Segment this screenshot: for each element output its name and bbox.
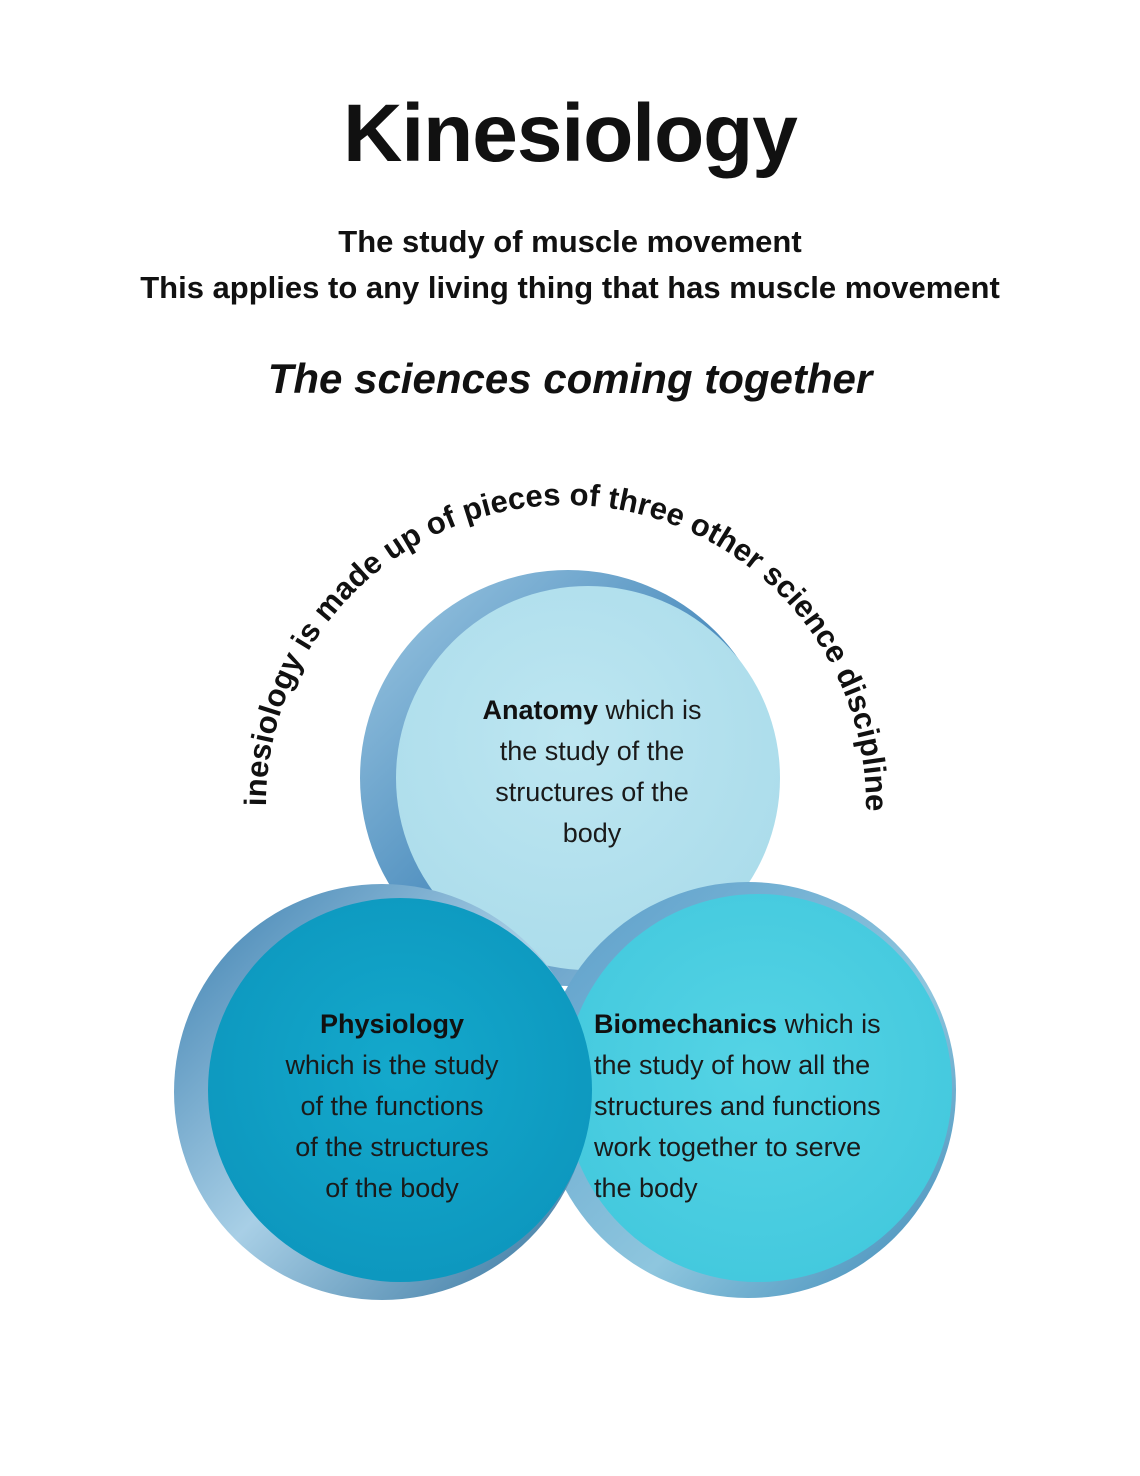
biomechanics-line3: structures and functions bbox=[594, 1091, 881, 1121]
physiology-description: Physiology which is the study of the fun… bbox=[262, 1004, 522, 1209]
tagline: The sciences coming together bbox=[267, 355, 873, 402]
anatomy-line3: structures of the bbox=[495, 777, 689, 807]
anatomy-line4: body bbox=[562, 818, 622, 848]
anatomy-line2: the study of the bbox=[499, 736, 685, 766]
biomechanics-disc bbox=[540, 882, 956, 1298]
subtitle-scope: This applies to any living thing that ha… bbox=[140, 270, 1000, 305]
biomechanics-line2: the study of how all the bbox=[594, 1050, 871, 1080]
physiology-line3: of the functions bbox=[300, 1091, 484, 1121]
biomechanics-line5: the body bbox=[594, 1173, 698, 1203]
biomechanics-description: Biomechanics which is the study of how a… bbox=[594, 1004, 924, 1209]
physiology-line2: which is the study bbox=[285, 1050, 499, 1080]
page-title: Kinesiology bbox=[343, 88, 798, 179]
biomechanics-line1: which is bbox=[777, 1009, 881, 1039]
biomechanics-line4: work together to serve bbox=[594, 1132, 862, 1162]
anatomy-line1: which is bbox=[597, 695, 702, 725]
physiology-line5: of the body bbox=[325, 1173, 459, 1203]
subtitle-definition: The study of muscle movement bbox=[338, 224, 802, 259]
physiology-line4: of the structures bbox=[295, 1132, 489, 1162]
physiology-disc bbox=[174, 884, 592, 1300]
physiology-term: Physiology bbox=[319, 1009, 465, 1039]
anatomy-term: Anatomy bbox=[482, 695, 598, 725]
anatomy-disc bbox=[360, 570, 780, 986]
biomechanics-term: Biomechanics bbox=[594, 1009, 778, 1039]
anatomy-description: Anatomy which is the study of the struct… bbox=[452, 690, 732, 854]
